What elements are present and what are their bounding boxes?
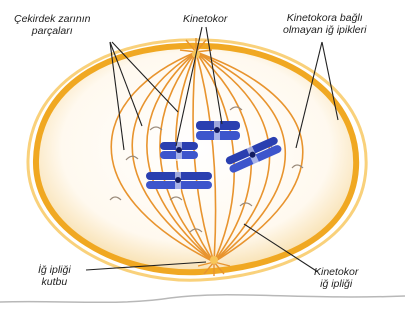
label-nuclear-envelope-fragments: Çekirdek zarının parçaları — [14, 13, 90, 37]
label-kinspindle-line-1: Kinetokor — [314, 266, 358, 278]
cell-membrane — [36, 46, 356, 273]
label-kinetochore: Kinetokor — [183, 13, 227, 25]
label-spindle-pole: İğ ipliği kutbu — [38, 264, 71, 288]
label-nuclear-line-1: Çekirdek zarının — [14, 13, 90, 25]
label-kinspindle-line-2: iğ ipliği — [314, 278, 358, 290]
label-pole-line-1: İğ ipliği — [38, 264, 71, 276]
label-nuclear-line-2: parçaları — [14, 25, 90, 37]
label-nonkin-line-2: olmayan iğ ipikleri — [283, 24, 366, 36]
label-non-kinetochore-spindle: Kinetokora bağlı olmayan iğ ipikleri — [283, 12, 366, 36]
ground-line — [0, 295, 405, 303]
label-kinetochore-spindle: Kinetokor iğ ipliği — [314, 266, 358, 290]
label-pole-line-2: kutbu — [38, 276, 71, 288]
label-nonkin-line-1: Kinetokora bağlı — [283, 12, 366, 24]
label-kinetochore-text: Kinetokor — [183, 13, 227, 25]
